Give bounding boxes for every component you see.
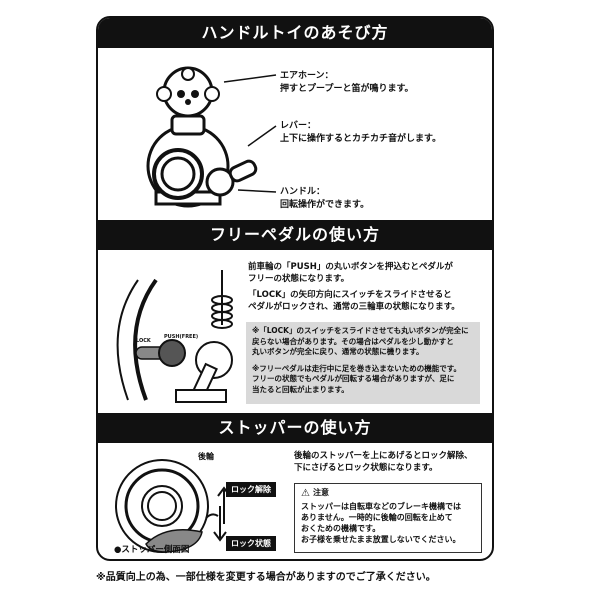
side-view-caption: ●ストッパー側面図 (114, 545, 190, 555)
stopper-arrows (213, 486, 231, 542)
leader-lines-1 (223, 74, 277, 193)
note-line: 当たると回転が止まります。 (252, 384, 349, 394)
unlock-tag: ロック解除 (226, 482, 276, 497)
stopper-section-title: ストッパーの使い方 (98, 413, 492, 443)
caution-header: ⚠注意 (301, 487, 329, 499)
stopper-desc-line: 後輪のストッパーを上にあげるとロック解除、 (294, 451, 473, 461)
free-pedal-para-1: 前車輪の「PUSH」の丸いボタンを押込むとペダルが フリーの状態になります。 (248, 261, 453, 285)
caution-title: 注意 (312, 488, 329, 497)
note-line: フリーの状態でもペダルが回転する場合がありますが、足に (252, 374, 455, 383)
air-horn-desc: 押すとプープーと笛が鳴ります。 (280, 84, 414, 94)
lever-text: レバー： 上下に操作するとカチカチ音がします。 (280, 120, 441, 146)
arrow-down-icon (213, 506, 227, 542)
note-line: 丸いボタンが完全に戻り、通常の状態に機ります。 (252, 347, 424, 356)
rear-wheel-illustration (115, 459, 219, 553)
front-wheel-illustration: LOCK PUSH(FREE) (116, 270, 233, 403)
lock-switch-label: LOCK (136, 338, 152, 344)
footnote: ※品質向上の為、一部仕様を変更する場合がありますのでご了承ください。 (96, 572, 436, 583)
note-1: ※「LOCK」のスイッチをスライドさせても丸いボタンが完全に 戻らない場合があり… (252, 326, 474, 358)
lever-desc: 上下に操作するとカチカチ音がします。 (280, 134, 442, 144)
handle-label: ハンドル： (280, 187, 326, 197)
stopper-desc: 後輪のストッパーを上にあげるとロック解除、 下にさげるとロック状態になります。 (294, 450, 473, 474)
air-horn-text: エアホーン： 押すとプープーと笛が鳴ります。 (280, 70, 414, 96)
free-pedal-line: 「LOCK」の矢印方向にスイッチをスライドさせると (248, 290, 452, 300)
caution-line: お子様を乗せたまま放置しないでください。 (301, 535, 461, 544)
caution-box: ⚠注意 ストッパーは自転車などのブレーキ機構では ありません。一時的に後輪の回転… (294, 483, 482, 553)
lever-label: レバー： (280, 121, 317, 131)
handle-section-title: ハンドルトイのあそび方 (98, 18, 492, 48)
note-line: 戻らない場合があります。その場合はペダルを少し動かすと (252, 336, 454, 346)
lock-tag: ロック状態 (226, 536, 276, 551)
rear-wheel-label: 後輪 (198, 452, 214, 461)
free-pedal-section-title: フリーペダルの使い方 (98, 220, 492, 250)
free-pedal-para-2: 「LOCK」の矢印方向にスイッチをスライドさせると ペダルがロックされ、通常の三… (248, 289, 460, 313)
air-horn-label: エアホーン： (280, 71, 334, 81)
note-line: ※フリーペダルは走行中に足を巻き込まないための機能です。 (252, 363, 462, 373)
handle-toy-illustration (146, 66, 258, 208)
warning-icon: ⚠ (301, 488, 310, 499)
free-pedal-notes: ※「LOCK」のスイッチをスライドさせても丸いボタンが完全に 戻らない場合があり… (246, 322, 480, 404)
free-pedal-line: ペダルがロックされ、通常の三輪車の状態になります。 (248, 302, 460, 312)
note-line: ※「LOCK」のスイッチをスライドさせても丸いボタンが完全に (252, 326, 469, 335)
instruction-card: ハンドルトイのあそび方 エアホーン： 押すとプープーと笛が鳴ります。 レバー： … (96, 16, 494, 561)
note-2: ※フリーペダルは走行中に足を巻き込まないための機能です。 フリーの状態でもペダル… (252, 364, 474, 396)
handle-text: ハンドル： 回転操作ができます。 (280, 186, 369, 212)
stopper-desc-line: 下にさげるとロック状態になります。 (294, 463, 438, 473)
free-pedal-line: フリーの状態になります。 (248, 274, 350, 284)
handle-desc: 回転操作ができます。 (280, 200, 370, 210)
caution-line: ありません。一時的に後輪の回転を止めて (301, 513, 453, 522)
free-pedal-line: 前車輪の「PUSH」の丸いボタンを押込むとペダルが (248, 262, 453, 272)
caution-line: ストッパーは自転車などのブレーキ機構では (301, 502, 461, 511)
push-button-label: PUSH(FREE) (164, 334, 198, 340)
caution-line: おくための機構です。 (301, 524, 381, 533)
